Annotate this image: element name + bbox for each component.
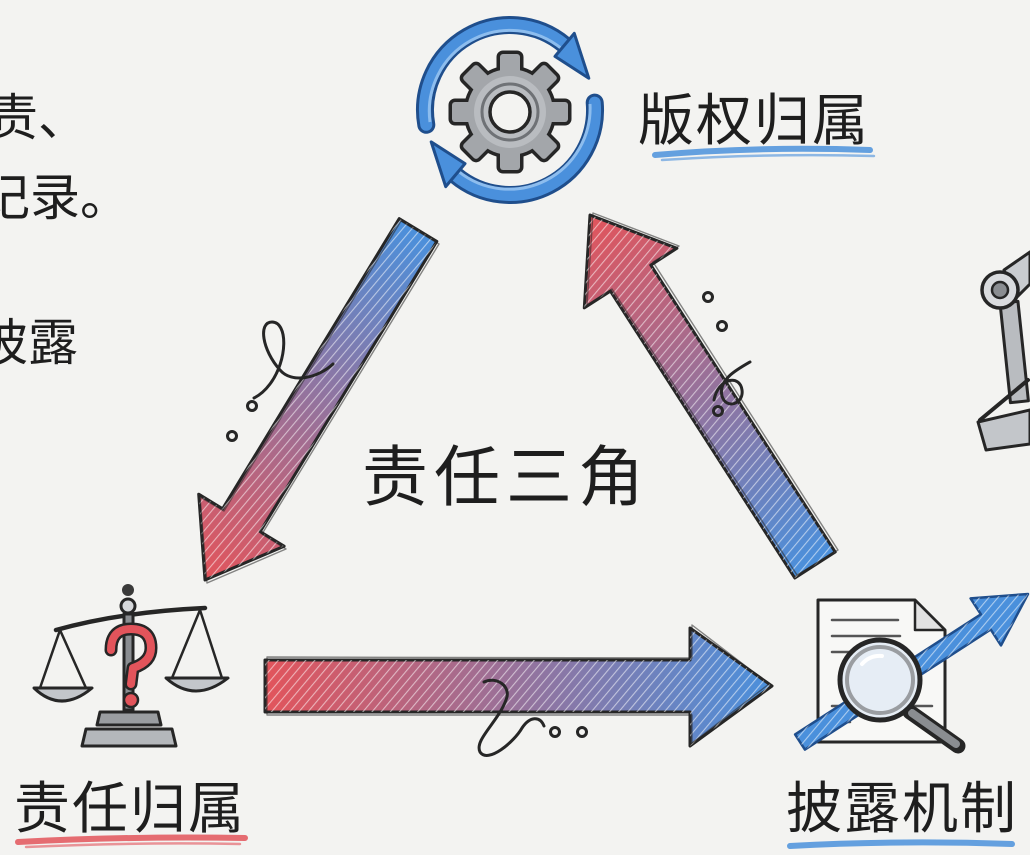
node-copyright: 版权归属 [416, 16, 876, 204]
cycle-arrows-icon [416, 16, 605, 204]
gear-hole [488, 90, 532, 134]
dot-doodle [712, 405, 724, 417]
loop-doodle [252, 320, 335, 400]
robot-arm-lower-link [998, 299, 1030, 405]
edge-arrow-hatching [584, 215, 836, 578]
cycle-arrow-bottom-fill [449, 96, 602, 201]
underline-copyright-sketch [660, 153, 876, 162]
question-mark-icon [104, 622, 158, 709]
node-liability: 责任归属 [14, 584, 248, 849]
dot-doodle [716, 320, 728, 332]
cycle-arrowhead-top [553, 31, 591, 80]
edge-arrow-disclosure-to-copyright [582, 212, 839, 580]
scales-right-pan [164, 676, 230, 693]
cycle-arrow-bottom-highlight [457, 103, 592, 191]
edge-arrow-sketch-outline [586, 212, 839, 576]
node-label-liability: 责任归属 [14, 777, 246, 842]
side-text-line-3: 披露 [0, 314, 78, 372]
magnifier-icon [837, 637, 966, 754]
underline-copyright [652, 145, 873, 158]
scales-right-strings [170, 608, 224, 680]
edge-arrow-liability-to-disclosure [263, 624, 774, 757]
dot-doodle [549, 726, 561, 738]
robot-arm-base [976, 408, 1030, 452]
scales-base-lower [80, 727, 178, 748]
scales-finial-top [122, 584, 134, 596]
dot-doodle [702, 291, 714, 303]
cycle-arrowhead-bottom [429, 140, 467, 189]
edge-arrow-sketch-outline [199, 220, 440, 584]
side-text: 责、 记录。 披露 [0, 89, 130, 372]
robot-arm-brace [978, 378, 1030, 422]
underline-liability [15, 834, 248, 845]
dot-doodle [246, 400, 258, 412]
scales-finial [119, 597, 137, 615]
underline-liability-sketch [24, 842, 242, 849]
cycle-arrow-top-fill [419, 19, 571, 131]
side-text-line-1: 责、 [0, 89, 88, 147]
cycle-arrow-top-highlight [427, 28, 563, 123]
robot-arm-joint-core [990, 280, 1010, 300]
dot-doodle [576, 726, 588, 738]
node-label-disclosure: 披露机制 [786, 777, 1018, 842]
scales-question-icon [32, 584, 230, 748]
scales-left-pan [32, 686, 94, 703]
loop-doodle [477, 678, 546, 757]
edge-arrow-hatching [265, 628, 772, 746]
gear-icon [452, 54, 568, 170]
document-fold [913, 598, 947, 632]
underline-disclosure [787, 839, 1015, 849]
center-label: 责任三角 [362, 439, 650, 516]
document-magnifier-trend-icon [793, 592, 1030, 754]
edge-arrow-copyright-to-liability [197, 217, 440, 584]
side-text-line-2: 记录。 [0, 169, 130, 227]
dot-doodle [226, 430, 238, 442]
gear-ring [480, 82, 540, 142]
edge-arrow-sketch-outline [266, 624, 770, 744]
node-label-copyright: 版权归属 [638, 89, 870, 154]
robot-arm-icon [976, 250, 1030, 452]
loop-doodle [712, 360, 752, 406]
edge-arrow-hatching [198, 218, 437, 580]
scales-base-upper [95, 710, 163, 727]
scales-left-strings [38, 628, 88, 690]
node-disclosure: 披露机制 [786, 592, 1030, 849]
